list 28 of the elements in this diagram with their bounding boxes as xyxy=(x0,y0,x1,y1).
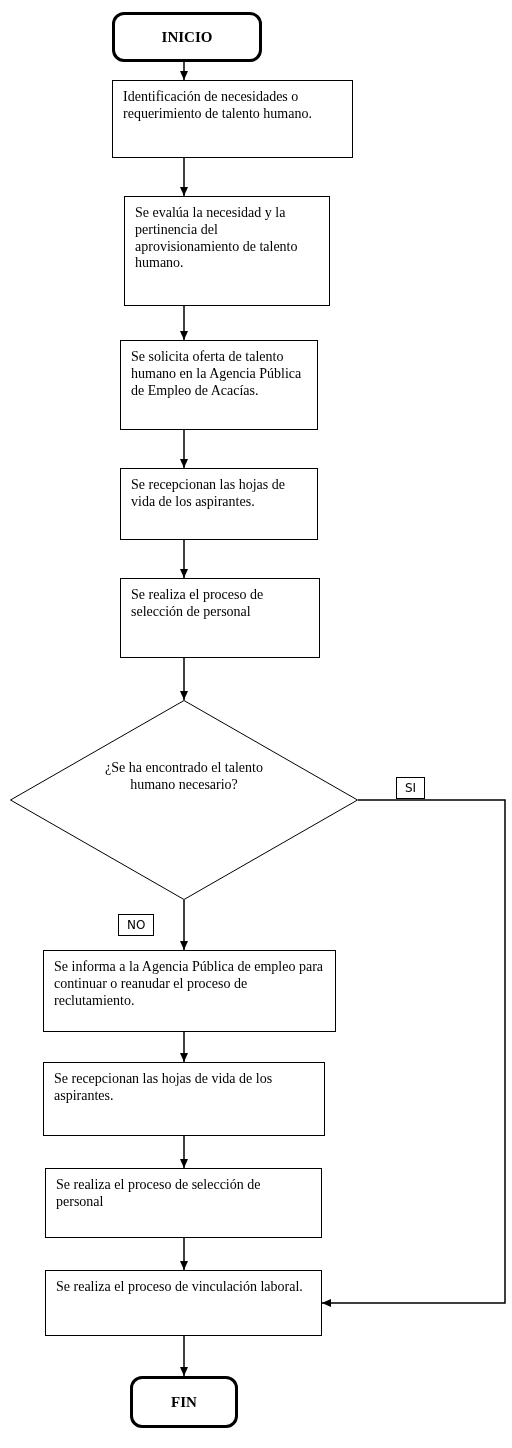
arrow xyxy=(180,305,188,341)
arrow xyxy=(180,1031,188,1063)
arrow xyxy=(180,657,188,701)
process-box: Identificación de necesidades o requerimiento de talento humano. xyxy=(112,80,353,158)
arrow xyxy=(180,1335,188,1377)
arrow xyxy=(321,799,506,1307)
process-box: Se informa a la Agencia Pública de empleo para continuar o reanudar el proceso de reclutamiento. xyxy=(43,950,336,1032)
process-box: Se recepcionan las hojas de vida de los aspirantes. xyxy=(43,1062,325,1136)
decision-question: ¿Se ha encontrado el talento humano necesario? xyxy=(104,760,264,794)
process-box: Se solicita oferta de talento humano en la Agencia Pública de Empleo de Acacías. xyxy=(120,340,318,430)
process-box: Se realiza el proceso de selección de personal xyxy=(120,578,320,658)
terminal-label: INICIO xyxy=(161,28,213,46)
terminal-box xyxy=(112,12,262,62)
process-box: Se recepcionan las hojas de vida de los aspirantes. xyxy=(120,468,318,540)
process-box: Se realiza el proceso de vinculación laboral. xyxy=(45,1270,322,1336)
arrow xyxy=(180,61,188,81)
terminal-box xyxy=(130,1376,238,1428)
arrow xyxy=(180,429,188,469)
arrow xyxy=(180,1135,188,1169)
edge-label: SI xyxy=(396,777,426,799)
edge-label: NO xyxy=(118,914,155,936)
terminal-label: FIN xyxy=(171,1393,197,1411)
process-box: Se evalúa la necesidad y la pertinencia del aprovisionamiento de talento humano. xyxy=(124,196,330,306)
arrow xyxy=(180,1237,188,1271)
arrow xyxy=(180,539,188,579)
process-box: Se realiza el proceso de selección de personal xyxy=(45,1168,322,1238)
arrow xyxy=(180,157,188,197)
arrow xyxy=(180,899,188,951)
